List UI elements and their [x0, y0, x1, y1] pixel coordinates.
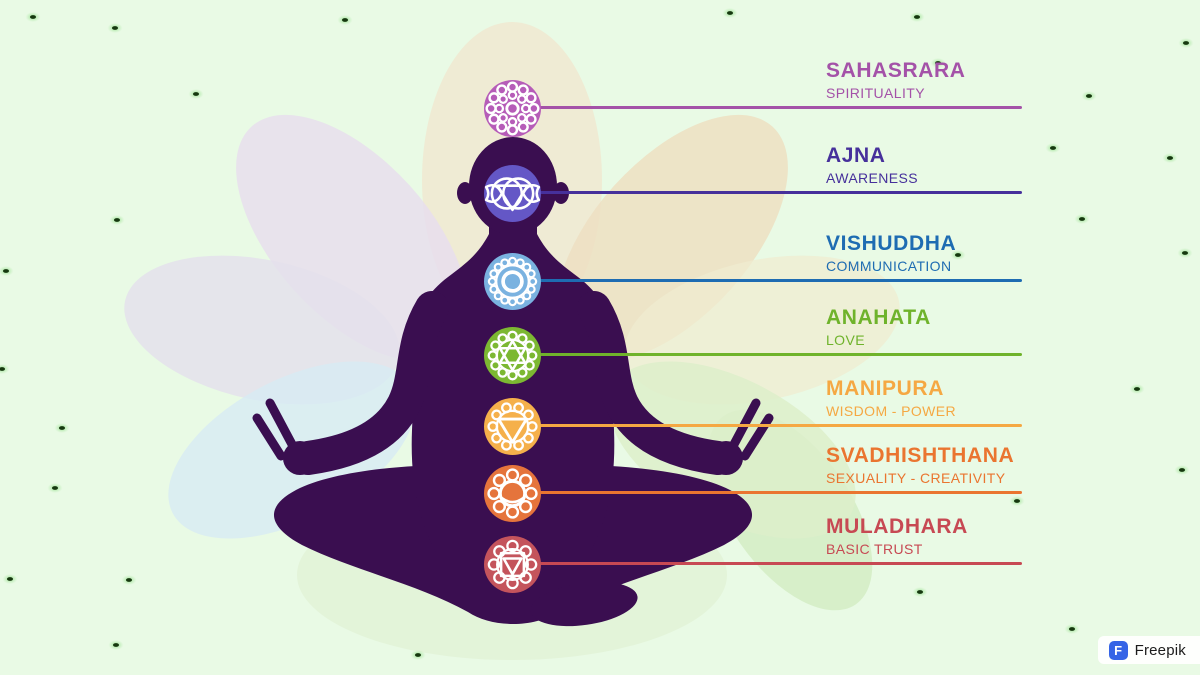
chakra-name: ANAHATA	[826, 306, 931, 329]
chakra-label-svadhishthana: SVADHISHTHANA SEXUALITY - CREATIVITY	[826, 445, 1014, 485]
chakra-name: MANIPURA	[826, 377, 944, 400]
chakra-circle-muladhara	[484, 536, 541, 593]
chakra-connector-manipura	[513, 424, 1022, 427]
chakra-circle-vishuddha	[484, 253, 541, 310]
chakra-trait: SPIRITUALITY	[826, 85, 925, 101]
chakra-circle-anahata	[484, 327, 541, 384]
chakra-circle-ajna	[484, 165, 541, 222]
heart-chakra-icon	[487, 330, 538, 381]
chakra-trait: AWARENESS	[826, 170, 919, 186]
sacral-chakra-icon	[487, 468, 538, 519]
chakra-connector-sahasrara	[513, 106, 1022, 109]
chakra-connector-muladhara	[513, 562, 1022, 565]
chakra-label-muladhara: MULADHARA BASIC TRUST	[826, 516, 968, 556]
chakra-trait: SEXUALITY - CREATIVITY	[826, 470, 1006, 486]
chakra-name: AJNA	[826, 144, 886, 167]
chakra-connector-anahata	[513, 353, 1022, 356]
chakra-connector-svadhishthana	[513, 491, 1022, 494]
chakra-connector-ajna	[513, 191, 1022, 194]
chakra-circle-svadhishthana	[484, 465, 541, 522]
crown-chakra-icon	[485, 81, 540, 136]
chakra-name: MULADHARA	[826, 515, 968, 538]
chakra-trait: LOVE	[826, 332, 865, 348]
chakra-name: SAHASRARA	[826, 59, 966, 82]
chakra-circle-manipura	[484, 398, 541, 455]
chakra-label-sahasrara: SAHASRARA SPIRITUALITY	[826, 60, 966, 100]
chakra-name: VISHUDDHA	[826, 232, 957, 255]
chakra-label-anahata: ANAHATA LOVE	[826, 307, 931, 347]
freepik-watermark[interactable]: F Freepik	[1097, 636, 1200, 664]
chakra-trait: WISDOM - POWER	[826, 403, 957, 419]
throat-chakra-icon	[487, 256, 538, 307]
third-eye-chakra-icon	[484, 177, 541, 212]
freepik-brand-text: Freepik	[1134, 641, 1186, 659]
chakra-circle-sahasrara	[484, 80, 541, 137]
solar-plexus-chakra-icon	[487, 402, 538, 451]
chakra-trait: COMMUNICATION	[826, 258, 952, 274]
root-chakra-icon	[487, 539, 538, 590]
freepik-logo-icon: F	[1108, 640, 1128, 660]
chakra-trait: BASIC TRUST	[826, 541, 923, 557]
chakra-label-vishuddha: VISHUDDHA COMMUNICATION	[826, 233, 956, 273]
chakra-label-manipura: MANIPURA WISDOM - POWER	[826, 378, 956, 418]
chakra-label-ajna: AJNA AWARENESS	[826, 145, 918, 185]
chakra-connector-vishuddha	[513, 279, 1022, 282]
chakra-name: SVADHISHTHANA	[826, 444, 1015, 467]
